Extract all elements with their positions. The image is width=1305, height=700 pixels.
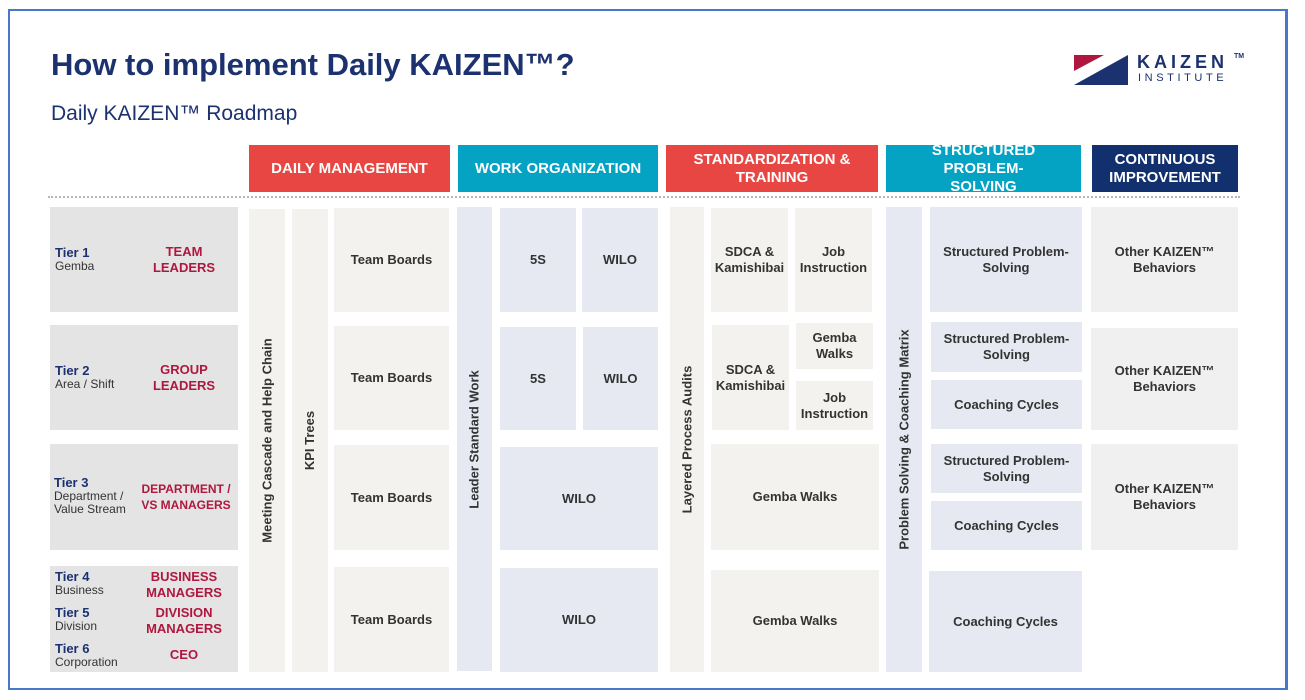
meeting-cascade-bar: Meeting Cascade and Help Chain (249, 209, 285, 672)
tier-label: Tier 1 (55, 245, 90, 260)
wilo-t1: WILO (582, 208, 658, 312)
job-instruction-t1: Job Instruction (795, 208, 872, 312)
other-behaviors-t3: Other KAIZEN™ Behaviors (1091, 444, 1238, 550)
logo-sub: INSTITUTE (1138, 72, 1228, 84)
gemba-walks-t4: Gemba Walks (711, 570, 879, 672)
slide-frame (8, 9, 1288, 690)
sdca-t2: SDCA & Kamishibai (712, 325, 789, 430)
pillar-structured-problem-solving: STRUCTURED PROBLEM-SOLVING (886, 142, 1081, 195)
tier-role: BUSINESS MANAGERS (146, 569, 222, 600)
leader-standard-work-bar: Leader Standard Work (457, 207, 492, 671)
tier-area: Business (55, 583, 104, 597)
pillar-work-organization: WORK ORGANIZATION (458, 145, 658, 192)
sps-t3: Structured Problem-Solving (931, 444, 1082, 493)
page-subtitle: Daily KAIZEN™ Roadmap (51, 102, 298, 125)
logo-tm: TM (1234, 53, 1245, 60)
sps-t1: Structured Problem-Solving (930, 207, 1082, 312)
other-behaviors-t2: Other KAIZEN™ Behaviors (1091, 328, 1238, 430)
wilo-t4: WILO (500, 568, 658, 672)
tier-label: Tier 6 (55, 641, 90, 656)
gemba-walks-t3: Gemba Walks (711, 444, 879, 550)
tier-area: Department / Value Stream (54, 489, 126, 516)
tier-role: DEPARTMENT / VS MANAGERS (141, 482, 231, 512)
tier-label: Tier 4 (55, 569, 90, 584)
coaching-t3: Coaching Cycles (931, 501, 1082, 550)
pillar-continuous-improvement: CONTINUOUS IMPROVEMENT (1092, 145, 1238, 192)
gemba-walks-t2: Gemba Walks (796, 323, 873, 369)
five-s-t1: 5S (500, 208, 576, 312)
wilo-t3: WILO (500, 447, 658, 550)
layered-audits-bar: Layered Process Audits (670, 207, 704, 672)
wilo-t2: WILO (583, 327, 658, 430)
coaching-t4: Coaching Cycles (929, 571, 1082, 672)
five-s-t2: 5S (500, 327, 576, 430)
sps-t2: Structured Problem-Solving (931, 322, 1082, 372)
kaizen-institute-logo: KAIZEN TM INSTITUTE (1074, 52, 1249, 88)
tier-role: TEAM LEADERS (152, 244, 216, 275)
tier-role: CEO (169, 647, 199, 662)
pillar-standardization-training: STANDARDIZATION & TRAINING (666, 145, 878, 192)
page-title: How to implement Daily KAIZEN™? (51, 47, 575, 82)
tier-role: DIVISION MANAGERS (146, 605, 222, 636)
tier-label: Tier 2 (55, 363, 90, 378)
kpi-trees-bar: KPI Trees (292, 209, 328, 672)
team-boards-t1: Team Boards (334, 208, 449, 312)
tier-label: Tier 3 (54, 475, 89, 490)
tier-area: Area / Shift (55, 377, 115, 391)
job-instruction-t2: Job Instruction (796, 381, 873, 430)
team-boards-t4: Team Boards (334, 567, 449, 672)
other-behaviors-t1: Other KAIZEN™ Behaviors (1091, 207, 1238, 312)
logo-flag-icon (1074, 55, 1128, 85)
sdca-t1: SDCA & Kamishibai (711, 208, 788, 312)
tier-area: Gemba (55, 259, 95, 273)
coaching-t2: Coaching Cycles (931, 380, 1082, 429)
logo-word: KAIZEN (1137, 52, 1228, 72)
team-boards-t2: Team Boards (334, 326, 449, 430)
team-boards-t3: Team Boards (334, 445, 449, 550)
tier-label: Tier 5 (55, 605, 90, 620)
pillar-daily-management: DAILY MANAGEMENT (249, 145, 450, 192)
ps-coaching-matrix-bar: Problem Solving & Coaching Matrix (886, 207, 922, 672)
tier-role: GROUP LEADERS (152, 362, 216, 393)
header-divider (48, 196, 1240, 198)
tier-area: Division (55, 619, 98, 633)
tier-area: Corporation (55, 655, 118, 669)
